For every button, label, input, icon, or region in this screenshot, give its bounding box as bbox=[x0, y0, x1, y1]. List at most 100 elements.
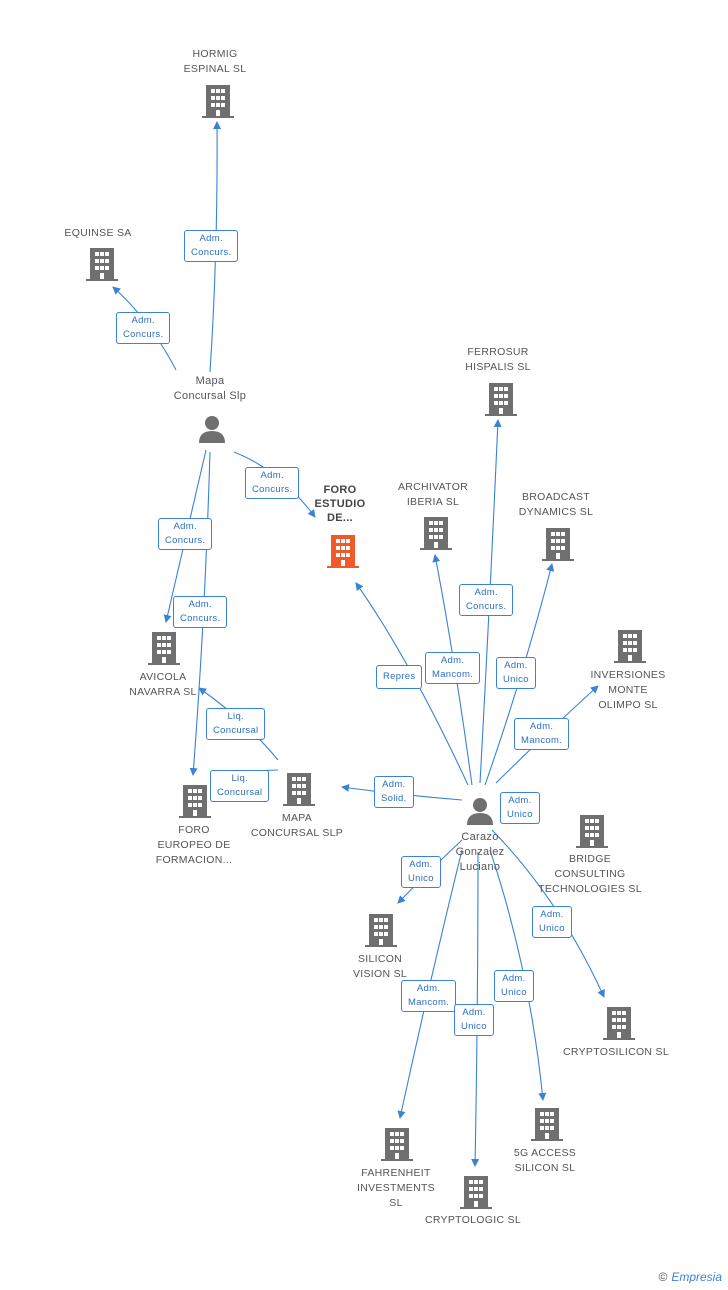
building-icon bbox=[365, 914, 397, 947]
relation-tag-line: Adm. bbox=[508, 795, 532, 806]
building-icon bbox=[148, 632, 180, 665]
node-label-line: VISION SL bbox=[352, 968, 408, 980]
node-label-line: ESTUDIO bbox=[314, 498, 366, 510]
building-icon bbox=[603, 1007, 635, 1040]
node-label-line: FERROSUR bbox=[467, 346, 529, 358]
relation-tag-line: Unico bbox=[539, 923, 565, 934]
relation-tag[interactable]: Adm. Unico bbox=[401, 856, 441, 888]
node-bridge[interactable]: BRIDGE CONSULTING TECHNOLOGIES SL bbox=[530, 852, 650, 897]
relation-tag-line: Mancom. bbox=[521, 735, 563, 746]
node-label-line: INVESTMENTS bbox=[357, 1182, 435, 1194]
node-label-line: AVICOLA bbox=[139, 671, 187, 683]
node-cryptologic[interactable]: CRYPTOLOGIC SL bbox=[418, 1213, 528, 1228]
node-label-line: SL bbox=[389, 1197, 403, 1209]
relation-tag[interactable]: Adm. Solid. bbox=[374, 776, 414, 808]
node-label-line: INVERSIONES bbox=[590, 669, 666, 681]
relation-tag-line: Concurs. bbox=[466, 601, 507, 612]
relation-tag-line: Adm. bbox=[260, 470, 284, 481]
relation-tag-line: Adm. bbox=[529, 721, 554, 732]
relation-tag[interactable]: Adm. Mancom. bbox=[401, 980, 457, 1012]
building-icon bbox=[179, 785, 211, 818]
relation-tag-line: Adm. bbox=[416, 983, 441, 994]
node-label-line: CRYPTOLOGIC SL bbox=[424, 1214, 521, 1226]
relation-tag-line: Adm. bbox=[173, 521, 197, 532]
node-5g-access[interactable]: 5G ACCESS SILICON SL bbox=[500, 1146, 590, 1176]
brand-watermark[interactable]: ©Empresia bbox=[658, 1270, 722, 1284]
node-label-line: Gonzalez bbox=[455, 846, 505, 858]
relation-tag-line: Concursal bbox=[217, 787, 263, 798]
relation-tag[interactable]: Adm. Mancom. bbox=[514, 718, 570, 750]
relation-tag[interactable]: Liq. Concursal bbox=[210, 770, 270, 802]
building-icon bbox=[614, 630, 646, 663]
node-cryptosilicon[interactable]: CRYPTOSILICON SL bbox=[556, 1045, 676, 1060]
node-label-line: FORMACION... bbox=[155, 854, 233, 866]
relation-tag-line: Adm. bbox=[131, 315, 155, 326]
relation-tag-line: Unico bbox=[461, 1021, 487, 1032]
node-inversiones[interactable]: INVERSIONES MONTE OLIMPO SL bbox=[582, 668, 674, 713]
relation-tag-line: Concurs. bbox=[165, 535, 206, 546]
relation-tag-line: Adm. bbox=[409, 859, 433, 870]
node-person-carazo[interactable]: Carazo Gonzalez Luciano bbox=[440, 830, 520, 875]
relation-tag-line: Adm. bbox=[462, 1007, 486, 1018]
relation-tag-line: Solid. bbox=[381, 793, 407, 804]
node-label-line: SILICON bbox=[357, 953, 403, 965]
node-label-line: HORMIG bbox=[192, 48, 238, 60]
building-icon-main bbox=[327, 535, 359, 568]
relation-tag[interactable]: Adm. Concurs. bbox=[245, 467, 300, 499]
node-label-line: EUROPEO DE bbox=[157, 839, 231, 851]
relation-tag-line: Adm. bbox=[188, 599, 212, 610]
node-label-line: Mapa bbox=[195, 375, 225, 387]
relation-tag[interactable]: Adm. Unico bbox=[532, 906, 572, 938]
relation-tag[interactable]: Adm. Unico bbox=[496, 657, 536, 689]
relation-tag[interactable]: Adm. Unico bbox=[494, 970, 534, 1002]
relation-tag-line: Concurs. bbox=[252, 484, 293, 495]
node-archivator[interactable]: ARCHIVATOR IBERIA SL bbox=[388, 480, 478, 510]
relation-tag-line: Liq. bbox=[231, 773, 248, 784]
node-broadcast[interactable]: BROADCAST DYNAMICS SL bbox=[511, 490, 601, 520]
relation-tag[interactable]: Adm. Concurs. bbox=[173, 596, 228, 628]
node-fahrenheit[interactable]: FAHRENHEIT INVESTMENTS SL bbox=[348, 1166, 444, 1211]
node-label-line: CONSULTING bbox=[554, 868, 626, 880]
node-label-line: BROADCAST bbox=[521, 491, 591, 503]
relation-tag[interactable]: Adm. Unico bbox=[500, 792, 540, 824]
relation-tag-line: Adm. bbox=[382, 779, 406, 790]
node-person-mapa-concursal[interactable]: Mapa Concursal Slp bbox=[160, 374, 260, 404]
relation-tag-line: Mancom. bbox=[432, 669, 474, 680]
node-label-line: TECHNOLOGIES SL bbox=[538, 883, 642, 895]
relation-tag[interactable]: Adm. Concurs. bbox=[116, 312, 171, 344]
node-equinse[interactable]: EQUINSE SA bbox=[53, 226, 143, 241]
relation-tag[interactable]: Adm. Unico bbox=[454, 1004, 494, 1036]
building-icon bbox=[460, 1176, 492, 1209]
relation-tag-line: Unico bbox=[501, 987, 527, 998]
node-label-line: Carazo bbox=[461, 831, 499, 843]
node-label-line: ARCHIVATOR bbox=[397, 481, 469, 493]
node-silicon-vision[interactable]: SILICON VISION SL bbox=[340, 952, 420, 982]
relation-tag[interactable]: Repres bbox=[376, 665, 423, 689]
node-label-line: MONTE bbox=[608, 684, 648, 696]
building-icon bbox=[531, 1108, 563, 1141]
relation-tag[interactable]: Liq. Concursal bbox=[206, 708, 266, 740]
copyright-icon: © bbox=[658, 1270, 668, 1284]
node-label-line: FORO bbox=[323, 484, 357, 496]
node-label-line: BRIDGE bbox=[568, 853, 612, 865]
node-mapa-concursal-company[interactable]: MAPA CONCURSAL SLP bbox=[244, 811, 350, 841]
node-label-line: DE... bbox=[327, 512, 353, 524]
node-ferrosur[interactable]: FERROSUR HISPALIS SL bbox=[453, 345, 543, 375]
node-foro-estudio-main[interactable]: FORO ESTUDIO DE... bbox=[305, 483, 375, 525]
relation-tag-line: Repres bbox=[383, 671, 416, 682]
relation-tag-line: Liq. bbox=[227, 711, 244, 722]
node-avicola[interactable]: AVICOLA NAVARRA SL bbox=[117, 670, 209, 700]
node-label-line: EQUINSE SA bbox=[64, 227, 132, 239]
relation-tag-line: Unico bbox=[507, 809, 533, 820]
relation-tag-line: Unico bbox=[503, 674, 529, 685]
relation-tag[interactable]: Adm. Mancom. bbox=[425, 652, 481, 684]
node-label-line: ESPINAL SL bbox=[183, 63, 247, 75]
relation-tag[interactable]: Adm. Concurs. bbox=[459, 584, 514, 616]
node-label-line: CRYPTOSILICON SL bbox=[563, 1046, 669, 1058]
relation-tag[interactable]: Adm. Concurs. bbox=[184, 230, 239, 262]
node-foro-europeo[interactable]: FORO EUROPEO DE FORMACION... bbox=[148, 823, 240, 868]
node-hormig-espinal[interactable]: HORMIG ESPINAL SL bbox=[170, 47, 260, 77]
relation-tag[interactable]: Adm. Concurs. bbox=[158, 518, 213, 550]
node-label-line: OLIMPO SL bbox=[598, 699, 658, 711]
node-label-line: 5G ACCESS bbox=[513, 1147, 577, 1159]
